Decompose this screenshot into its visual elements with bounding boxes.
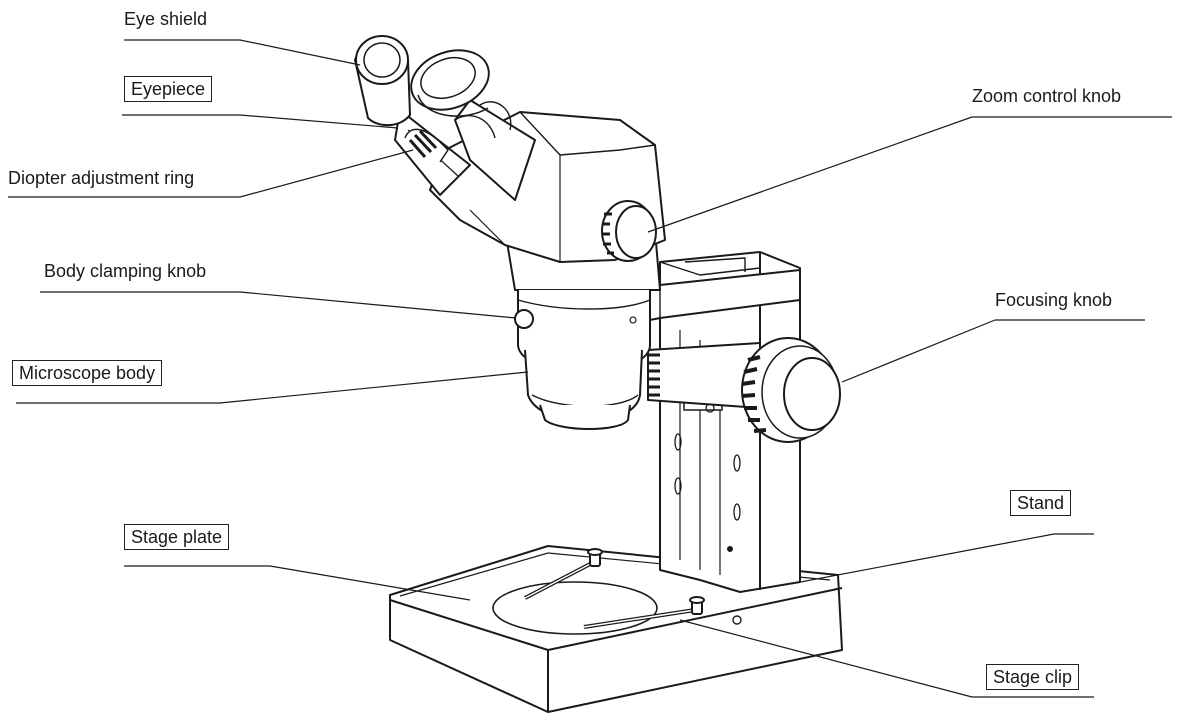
label-stand: Stand (1010, 490, 1072, 516)
stage-clip-right (583, 596, 705, 629)
eyepiece-right (410, 49, 536, 201)
label-microscope-body: Microscope body (12, 360, 163, 386)
leader-lines (8, 39, 1172, 698)
label-stage-plate: Stage plate (124, 524, 230, 550)
focusing-knob (647, 337, 841, 443)
label-stage-clip: Stage clip (986, 664, 1080, 690)
label-body-clamping-knob: Body clamping knob (44, 261, 207, 281)
zoom-control-knob (601, 200, 657, 262)
label-eye-shield: Eye shield (124, 9, 208, 29)
label-diopter-ring: Diopter adjustment ring (8, 168, 195, 188)
eyepiece-left (354, 35, 471, 196)
label-eyepiece: Eyepiece (124, 76, 213, 102)
stage-plate (492, 581, 658, 635)
label-focusing-knob: Focusing knob (995, 290, 1113, 310)
stage-clip-left (524, 548, 603, 600)
label-zoom-control-knob: Zoom control knob (972, 86, 1122, 106)
